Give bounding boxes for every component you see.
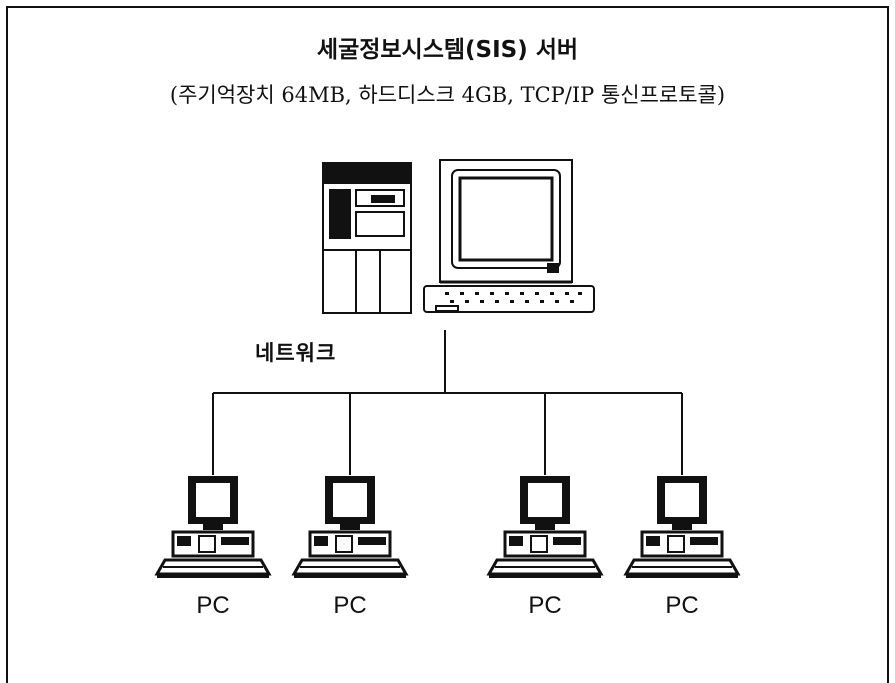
pc-icon-4 bbox=[624, 474, 740, 580]
server-computer-icon bbox=[322, 159, 595, 314]
diagram-subtitle: (주기억장치 64MB, 하드디스크 4GB, TCP/IP 통신프로토콜) bbox=[169, 83, 726, 107]
pc-label-2: PC bbox=[333, 592, 367, 619]
server-keyboard bbox=[423, 285, 595, 313]
pc-label-3: PC bbox=[528, 592, 562, 619]
diagram-title: 세굴정보시스템(SIS) 서버 bbox=[316, 37, 579, 63]
pc-label-1: PC bbox=[196, 592, 230, 619]
pc-icon-3 bbox=[487, 474, 603, 580]
pc-label-4: PC bbox=[665, 592, 699, 619]
network-label: 네트워크 bbox=[255, 341, 337, 365]
diagram-frame bbox=[6, 6, 889, 683]
server-tower bbox=[322, 162, 412, 314]
network-lines bbox=[212, 330, 683, 475]
pc-icon-1 bbox=[155, 474, 271, 580]
server-monitor bbox=[439, 159, 573, 284]
pc-icon-2 bbox=[292, 474, 408, 580]
